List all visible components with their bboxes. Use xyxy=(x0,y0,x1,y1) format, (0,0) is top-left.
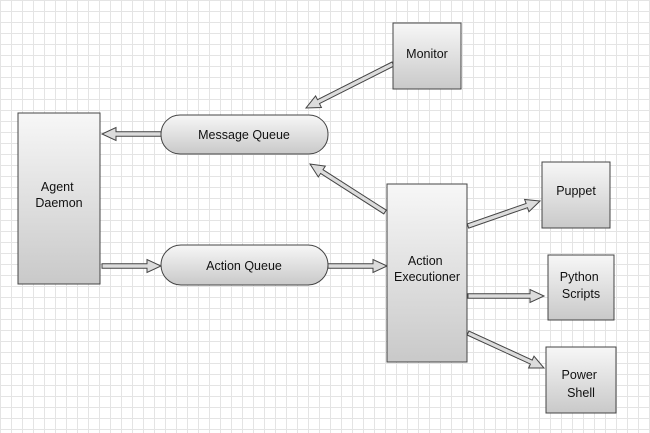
message-queue-node[interactable]: Message Queue xyxy=(160,114,329,155)
puppet-label: Puppet xyxy=(556,184,596,198)
edge-action-executioner-to-message-queue xyxy=(308,163,387,215)
python-scripts-node[interactable]: Python Scripts xyxy=(547,254,615,321)
action-queue-node[interactable]: Action Queue xyxy=(160,244,329,286)
edge-action-executioner-to-puppet xyxy=(466,198,542,229)
edges-layer xyxy=(100,61,546,369)
monitor-label: Monitor xyxy=(406,47,448,61)
agent-daemon-label: Agent Daemon xyxy=(35,180,82,210)
power-shell-node[interactable]: Power Shell xyxy=(545,346,617,414)
action-queue-label: Action Queue xyxy=(206,259,282,273)
message-queue-label: Message Queue xyxy=(198,128,290,142)
python-scripts-label: Python Scripts xyxy=(560,270,602,301)
edge-action-queue-to-action-executioner xyxy=(327,258,389,274)
edge-action-executioner-to-python-scripts xyxy=(467,288,546,304)
edge-message-queue-to-agent-daemon xyxy=(100,126,162,142)
edge-monitor-to-message-queue xyxy=(304,61,395,109)
power-shell-label: Power Shell xyxy=(562,368,601,400)
action-executioner-node[interactable]: Action Executioner xyxy=(386,183,468,363)
edge-action-executioner-to-power-shell xyxy=(466,330,546,369)
edge-agent-daemon-to-action-queue xyxy=(101,258,163,274)
agent-daemon-node[interactable]: Agent Daemon xyxy=(17,112,101,285)
monitor-node[interactable]: Monitor xyxy=(392,22,462,90)
puppet-node[interactable]: Puppet xyxy=(541,161,611,229)
action-executioner-label: Action Executioner xyxy=(394,254,460,284)
